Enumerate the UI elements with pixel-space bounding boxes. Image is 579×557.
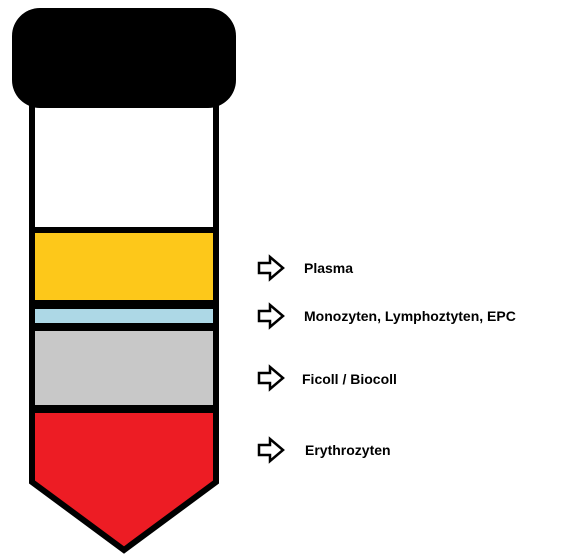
erythrozyten-label: Erythrozyten bbox=[305, 442, 391, 458]
right-outline-arrow-icon bbox=[259, 305, 283, 327]
tube-cap bbox=[12, 8, 236, 108]
ficoll-layer bbox=[32, 328, 216, 408]
label-row-monozyten: Monozyten, Lymphoztyten, EPC bbox=[259, 305, 516, 327]
right-outline-arrow-icon bbox=[259, 257, 283, 279]
plasma-layer bbox=[32, 230, 216, 303]
monozyten-layer bbox=[32, 306, 216, 326]
right-outline-arrow-icon bbox=[259, 367, 283, 389]
erythrozyten-layer bbox=[32, 410, 216, 550]
ficoll-label: Ficoll / Biocoll bbox=[302, 371, 397, 387]
right-outline-arrow-icon bbox=[259, 439, 283, 461]
label-row-ficoll: Ficoll / Biocoll bbox=[259, 367, 397, 389]
plasma-label: Plasma bbox=[304, 260, 353, 276]
label-row-plasma: Plasma bbox=[259, 257, 353, 279]
monozyten-label: Monozyten, Lymphoztyten, EPC bbox=[304, 308, 516, 324]
label-row-erythrozyten: Erythrozyten bbox=[259, 439, 391, 461]
tube-empty-section bbox=[32, 100, 216, 230]
